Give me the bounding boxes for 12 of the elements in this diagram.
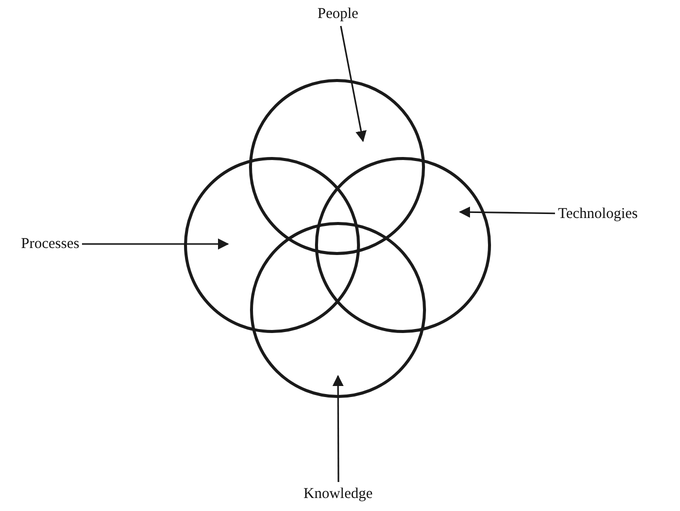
callout-label: Knowledge bbox=[304, 485, 373, 503]
callout-label: Processes bbox=[21, 235, 80, 253]
circle-outline bbox=[315, 157, 491, 333]
leader-arrow bbox=[458, 206, 556, 218]
callout-label: Technologies bbox=[558, 205, 638, 223]
leader-arrow bbox=[340, 26, 367, 142]
leader-arrow bbox=[82, 238, 230, 250]
circle-outline bbox=[184, 157, 360, 333]
circle-outline bbox=[249, 79, 425, 255]
circle-outline bbox=[250, 222, 426, 398]
callout-label: People bbox=[318, 5, 358, 23]
leader-arrow bbox=[332, 374, 344, 482]
